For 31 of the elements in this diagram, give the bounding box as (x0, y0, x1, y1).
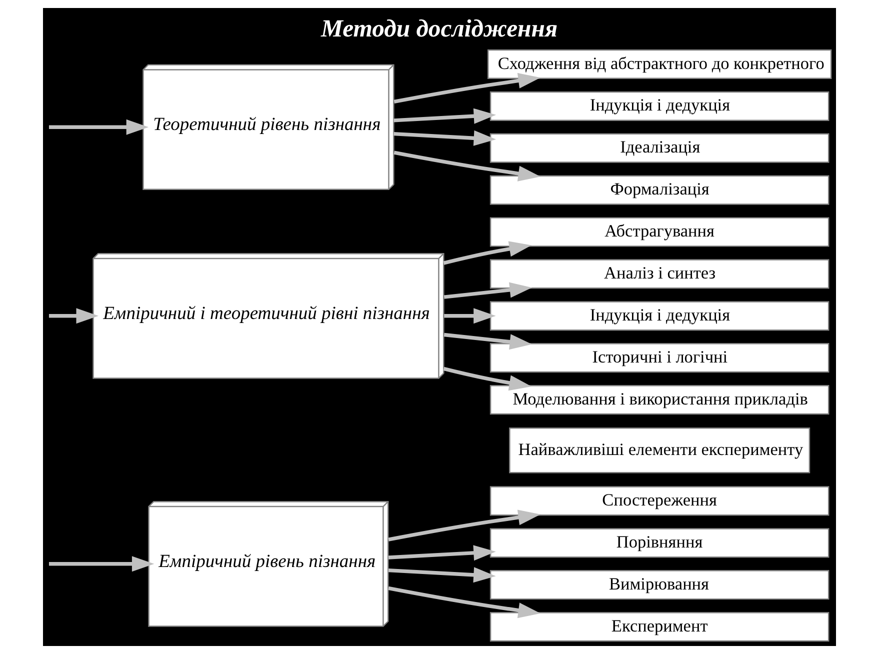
arrow (388, 510, 540, 542)
arrow (388, 567, 496, 583)
node-box: Історичні і логічні (489, 343, 829, 373)
node-box: Моделювання і використання прикладів (489, 384, 829, 415)
node-box: Аналіз і синтез (489, 259, 829, 289)
arrow (393, 72, 540, 104)
node-box: Порівняння (489, 528, 829, 558)
node-box: Експеримент (489, 612, 829, 642)
arrow (443, 282, 532, 299)
node-box: Ідеалізація (489, 133, 829, 163)
arrow (393, 108, 496, 124)
arrow (393, 130, 496, 146)
arrow (48, 119, 148, 135)
node-box: Абстрагування (489, 217, 829, 247)
node-box: Індукція і дедукція (489, 301, 829, 331)
node-box: Формалізація (489, 175, 829, 205)
node-box: Сходження від абстрактного до конкретного (486, 49, 832, 79)
arrow (444, 308, 496, 324)
node-box: Вимірювання (489, 570, 829, 600)
arrow (388, 545, 496, 561)
node-box: Найважливіші елементи експерименту (508, 428, 810, 474)
arrow (393, 150, 540, 182)
node-box: Спостереження (489, 486, 829, 516)
arrow (442, 241, 532, 265)
arrow (442, 366, 532, 391)
arrow (443, 332, 532, 350)
arrow (48, 308, 98, 324)
arrow (48, 556, 154, 572)
diagram-title: Методи дослідження (320, 15, 558, 42)
arrow (388, 586, 540, 618)
node-box: Індукція і дедукція (489, 91, 829, 121)
